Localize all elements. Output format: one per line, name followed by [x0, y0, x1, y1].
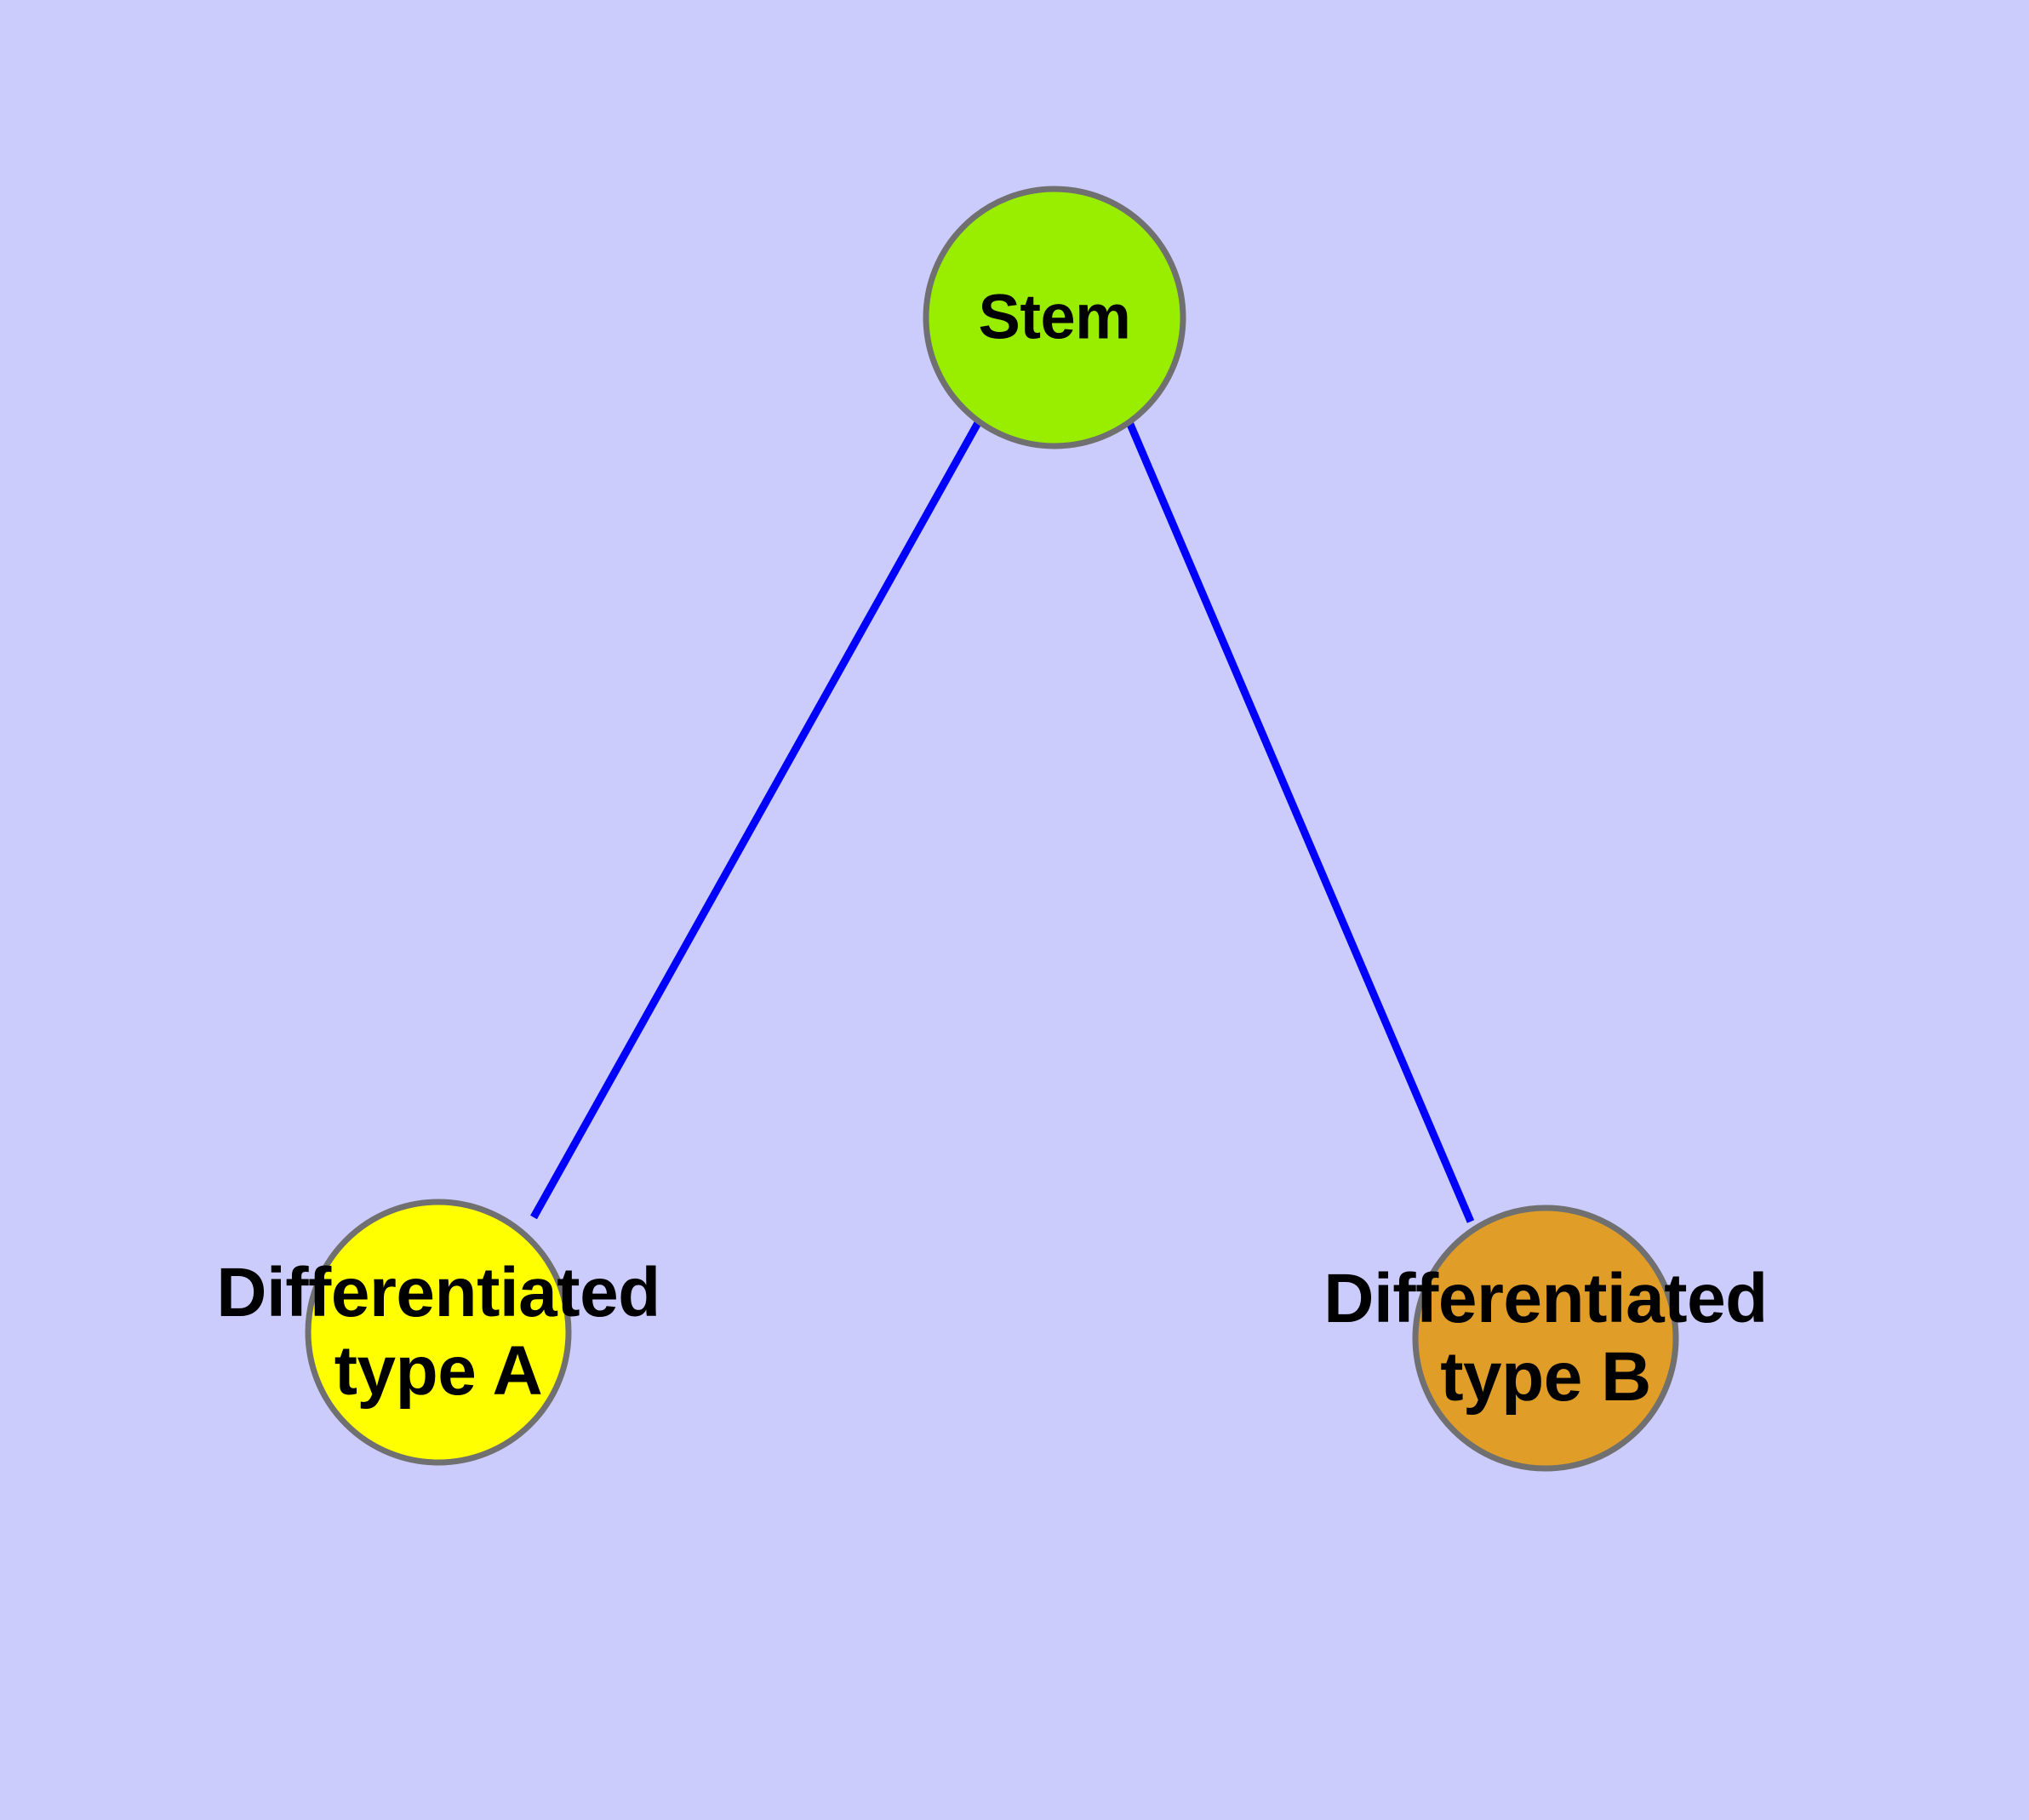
node-group: [305, 186, 1679, 1472]
edge-stem-to-differentiated-type-b[interactable]: [1125, 421, 1475, 1223]
node-differentiated-type-a[interactable]: [305, 1199, 572, 1466]
node-differentiated-type-b[interactable]: [1412, 1205, 1679, 1472]
edge-group: [530, 419, 1475, 1223]
node-stem[interactable]: [923, 186, 1186, 449]
edge-stem-to-differentiated-type-a[interactable]: [530, 419, 982, 1220]
